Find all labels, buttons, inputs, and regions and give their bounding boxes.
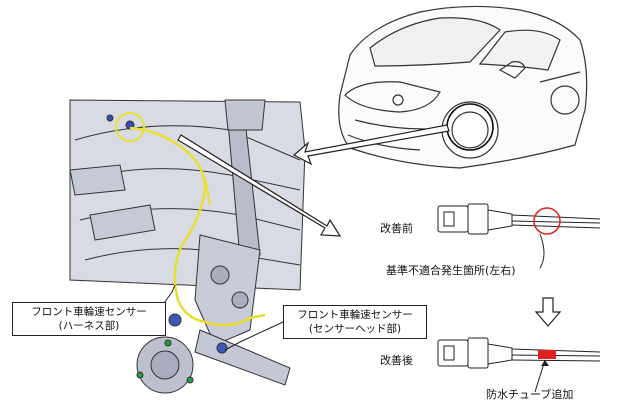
harness-label-line1: フロント車輪速センサー: [31, 306, 147, 318]
arrow-before-to-after: [534, 297, 562, 327]
arrow-assembly-to-connector: [177, 134, 342, 237]
defect-location-label: 基準不適合発生箇所(左右): [386, 264, 516, 277]
harness-label-box: フロント車輪速センサー (ハーネス部): [12, 302, 166, 336]
head-leader: [224, 321, 284, 351]
tube-leader-head: [541, 360, 549, 366]
head-label-line2: (センサーヘッド部): [308, 323, 402, 335]
connector-after: [437, 337, 601, 369]
defect-circle: [533, 207, 561, 235]
connector-highlight-circle: [115, 112, 145, 142]
after-label: 改善後: [380, 354, 413, 367]
head-label-line1: フロント車輪速センサー: [297, 309, 413, 321]
harness-leader: [161, 284, 176, 307]
harness-clip: [204, 177, 211, 206]
arrow-car-to-assembly: [292, 124, 450, 166]
connector-before: [437, 203, 601, 235]
harness-highlight: [129, 126, 266, 327]
waterproof-tube: [538, 350, 556, 359]
car-illustration: [338, 5, 588, 169]
head-label-box: フロント車輪速センサー (センサーヘッド部): [283, 305, 427, 339]
before-label: 改善前: [380, 222, 413, 235]
suspension-assembly: [69, 99, 306, 394]
harness-label-line2: (ハーネス部): [58, 320, 120, 332]
tube-added-label: 防水チューブ追加: [486, 388, 574, 401]
defect-leader: [539, 233, 545, 269]
